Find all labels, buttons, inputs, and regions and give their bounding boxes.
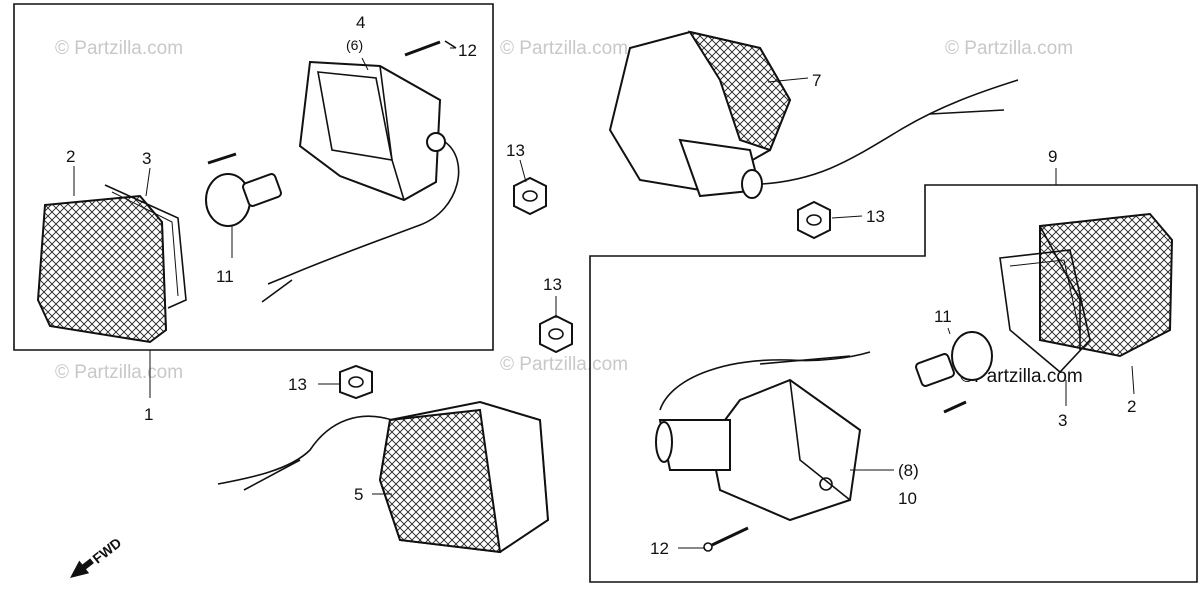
callout-1: 1 [144, 405, 153, 424]
callout-4: 4 [356, 13, 365, 32]
wire-harness [761, 79, 1019, 185]
screw-part-12 [711, 526, 749, 547]
callout-13: 13 [866, 207, 885, 226]
callout-3: 3 [142, 149, 151, 168]
callout-13: 13 [506, 141, 525, 160]
gasket-part-3 [999, 249, 1091, 374]
watermark: © Partzilla.com [500, 38, 628, 59]
housing-part-4 [298, 60, 446, 202]
callout-4-qty: (6) [346, 37, 363, 53]
wire-harness [217, 415, 393, 485]
wire-harness [659, 351, 871, 411]
bulb-part-11 [205, 152, 282, 227]
callout-11: 11 [216, 267, 234, 286]
wire-harness [289, 141, 460, 276]
assembly-1-frame [13, 3, 494, 351]
nut-part-13 [339, 364, 373, 400]
leader-lines [73, 47, 1135, 549]
callout-10: 10 [898, 489, 917, 508]
turn-signal-part-5 [378, 400, 550, 554]
watermark: © Partzilla.com [55, 38, 183, 59]
nut-part-13 [797, 200, 831, 240]
callout-8-qty: (8) [898, 461, 919, 480]
callout-7: 7 [812, 71, 821, 90]
watermark: ©Partzilla.com [960, 366, 1083, 387]
watermarks: © Partzilla.com © Partzilla.com © Partzi… [55, 38, 1083, 387]
turn-signal-part-7 [608, 30, 792, 199]
watermark: © Partzilla.com [500, 354, 628, 375]
assembly-9-frame [589, 184, 1198, 583]
housing-part-10 [655, 378, 862, 522]
callout-13: 13 [543, 275, 562, 294]
callout-2: 2 [1127, 397, 1136, 416]
callout-11: 11 [934, 307, 952, 326]
callout-3: 3 [1058, 411, 1067, 430]
callout-12: 12 [650, 539, 669, 558]
callout-13: 13 [288, 375, 307, 394]
callout-12: 12 [458, 41, 477, 60]
screw-part-12 [404, 40, 441, 57]
lens-part-2 [36, 194, 168, 344]
nut-part-13 [539, 314, 573, 354]
forward-direction-indicator: FWD [70, 534, 124, 578]
watermark: © Partzilla.com [945, 38, 1073, 59]
callout-labels: 2 3 4 (6) 12 11 13 13 13 1 5 7 13 9 11 3… [66, 13, 1136, 558]
gasket-part-3 [104, 184, 187, 309]
arrow-icon [70, 558, 94, 578]
callout-5: 5 [354, 485, 363, 504]
callout-9: 9 [1048, 147, 1057, 166]
lens-part-2 [1039, 212, 1174, 358]
watermark: © Partzilla.com [55, 362, 183, 383]
bulb-part-11 [915, 331, 993, 414]
callout-2: 2 [66, 147, 75, 166]
nut-part-13 [513, 176, 547, 216]
fwd-label: FWD [89, 534, 124, 566]
